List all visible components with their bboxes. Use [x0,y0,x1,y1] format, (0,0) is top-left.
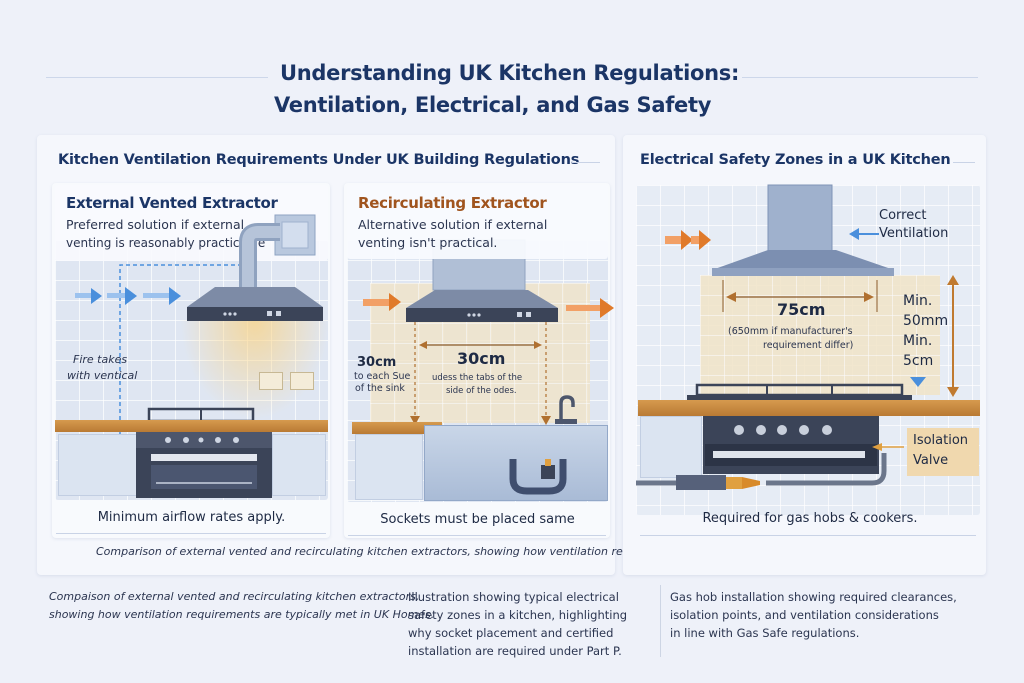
bottom-caption-ventilation: Compaison of external vented and recircu… [49,588,434,624]
correct-ventilation-label-2: Ventilation [879,226,949,241]
recirc-cabinet [355,434,423,500]
airflow-arrows-blue-icon [75,287,181,305]
wall-socket-icon [259,372,283,390]
recirculating-subtitle-2: venting isn't practical. [358,235,498,250]
bottom-caption-gas-line: isolation points, and ventilation consid… [670,608,939,622]
airflow-arrow-orange-icon [665,230,711,250]
recirc-worktop [352,422,442,434]
recirculating-subtitle-1: Alternative solution if external [358,217,548,232]
worktop [55,420,328,432]
airflow-arrow-out-orange-icon [566,298,614,318]
recirc-left-note-1: to each Sue [354,371,411,382]
wall-socket-icon [290,372,314,390]
electrical-hood-icon [712,250,894,276]
recirculating-header [347,185,608,259]
height-min-label-1: Min. [903,293,933,309]
hob-width-dimension: 75cm [777,300,826,319]
bottom-caption-electrical: Illustration showing typical electrical … [408,588,627,660]
hob-clearance-zone [700,275,940,395]
down-arrow-blue-icon [910,377,926,387]
airflow-arrow-in-orange-icon [363,293,401,311]
bottom-column-divider [660,585,661,657]
fire-note-line1: Fire takes [73,353,128,366]
height-min-value-2: 5cm [903,353,934,369]
ventilation-arrow-blue-icon [849,228,879,240]
electrical-hob-icon [687,383,912,401]
electrical-chimney-icon [767,184,833,252]
gas-pipe-valve-icon [636,443,904,490]
electrical-caption: Required for gas hobs & cookers. [702,511,918,526]
recirc-left-note-2: of the sink [355,383,405,394]
recirc-center-note-2: side of the odes. [446,386,517,396]
hob-width-note-1: (650mm if manufacturer's [728,326,853,337]
sink-plumbing-icon [509,459,567,495]
recirculating-title: Recirculating Extractor [358,194,547,212]
card-divider [348,535,606,536]
dimension-lines-icon [410,322,551,425]
height-min-value-1: 50mm [903,313,949,329]
recirc-center-dimension: 30cm [457,349,506,368]
bottom-caption-gas-line: Gas hob installation showing required cl… [670,590,957,604]
height-dimension-orange-icon [947,275,959,397]
height-min-label-2: Min. [903,333,933,349]
extractor-hood-icon [187,287,323,321]
cabinet-right [272,434,326,496]
bottom-caption-gas: Gas hob installation showing required cl… [670,588,957,642]
recirc-left-dimension: 30cm [357,355,397,370]
ventilation-section-title: Kitchen Ventilation Requirements Under U… [58,152,580,168]
external-vented-subtitle-1: Preferred solution if external [66,217,245,232]
isolation-valve-label-2: Valve [913,453,949,468]
hood-light-glow [180,320,330,420]
electrical-cabinet-left [640,416,702,478]
title-rule-left [46,77,268,78]
bottom-caption-electrical-line: safety zones in a kitchen, highlighting [408,608,628,622]
hob-width-note-2: requirement differ) [763,340,854,351]
correct-ventilation-label-1: Correct [879,208,927,223]
cabinet-left [58,434,138,496]
bottom-caption-electrical-line: why socket placement and certified [408,626,614,640]
electrical-section-title: Electrical Safety Zones in a UK Kitchen [640,152,951,168]
bottom-caption-gas-line: in line with Gas Safe regulations. [670,626,860,640]
external-vented-subtitle-2: venting is reasonably practicable [66,236,266,250]
electrical-title-rule [953,162,975,163]
recirc-center-note-1: udess the tabs of the [432,373,523,383]
external-vented-caption: Minimum airflow rates apply. [97,510,286,525]
vent-duct-overlay-icon [239,214,316,285]
electrical-worktop [638,400,980,416]
fire-note-line2: with ventical [67,369,138,382]
ventilation-title-rule [572,162,600,163]
cooker-icon [703,416,879,474]
page-title-line1: Understanding UK Kitchen Regulations: [280,61,740,85]
recirculating-hood-icon [406,290,558,322]
external-vented-title: External Vented Extractor [66,194,278,212]
card-divider [56,533,326,534]
bottom-caption-ventilation-line: Compaison of external vented and recircu… [49,590,420,603]
title-rule-right [742,77,978,78]
page-title-line2: Ventilation, Electrical, and Gas Safety [274,93,712,117]
bottom-caption-electrical-line: installation are required under Part P. [408,644,622,658]
isolation-valve-label-box [907,428,979,476]
electrical-divider [640,535,976,536]
sink-tap-icon [555,395,577,424]
bottom-caption-electrical-line: Illustration showing typical electrical [408,590,619,604]
isolation-valve-label-1: Isolation [913,433,969,448]
bottom-caption-ventilation-line: showing how ventilation requirements are… [49,608,435,621]
width-dimension-icon [722,280,878,312]
oven-icon [136,432,272,498]
recirculating-caption: Sockets must be placed same [380,512,575,527]
